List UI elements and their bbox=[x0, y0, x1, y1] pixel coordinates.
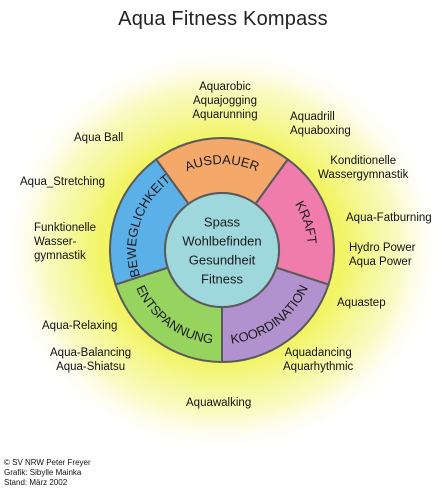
label-aqua-fatburning: Aqua-Fatburning bbox=[346, 212, 432, 224]
label-aqua-ball: Aqua Ball bbox=[74, 132, 124, 144]
label-aquawalking: Aquawalking bbox=[186, 397, 252, 409]
center-line: Gesundheit bbox=[189, 253, 256, 268]
label-aqua-stretching: Aqua_Stretching bbox=[20, 176, 106, 188]
label-aquadrill: Aquadrill Aquaboxing bbox=[290, 111, 351, 137]
label-aqua-balancing: Aqua-Balancing Aqua-Shiatsu bbox=[50, 347, 132, 373]
center-line: Fitness bbox=[201, 272, 243, 287]
center-circle bbox=[164, 192, 280, 308]
label-aquadancing: Aquadancing Aquarhythmic bbox=[283, 347, 354, 373]
label-aquarobic: Aquarobic Aquajogging Aquarunning bbox=[192, 81, 258, 121]
credit-copyright: © SV NRW Peter Freyer bbox=[4, 458, 91, 467]
page-title: Aqua Fitness Kompass bbox=[118, 8, 328, 30]
credit-stand: Stand: März 2002 bbox=[4, 478, 68, 487]
label-aquastep: Aquastep bbox=[337, 297, 386, 309]
label-aqua-relaxing: Aqua-Relaxing bbox=[42, 320, 118, 332]
center-line: Wohlbefinden bbox=[182, 234, 261, 249]
label-konditionelle: Konditionelle Wassergymnastik bbox=[318, 155, 409, 181]
credits: © SV NRW Peter Freyer Grafik: Sibylle Ma… bbox=[4, 458, 91, 488]
credit-grafik: Grafik: Sibylle Mainka bbox=[4, 468, 82, 477]
label-funktionelle: Funktionelle Wasser- gymnastik bbox=[34, 222, 97, 262]
center-line: Spass bbox=[204, 215, 241, 230]
label-hydro-power: Hydro Power Aqua Power bbox=[349, 242, 416, 268]
